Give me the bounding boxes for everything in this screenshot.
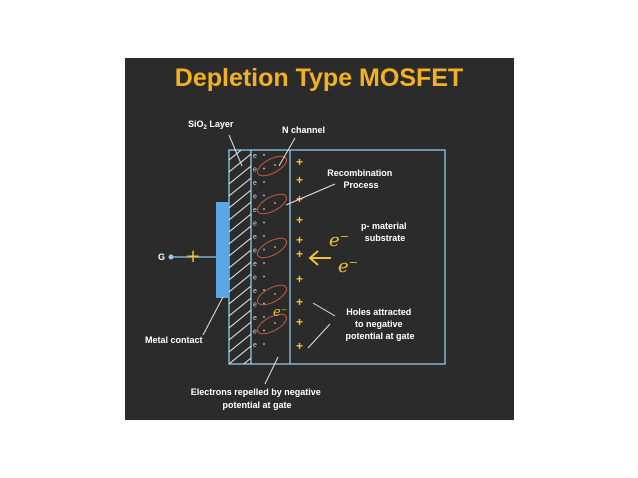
hole-symbol: + [296, 213, 303, 227]
electron-symbol: e [253, 302, 257, 309]
hatch-line [229, 213, 251, 233]
electron-dot [263, 275, 265, 278]
p-material-label: p- material substrate [361, 221, 409, 243]
electron-symbol: e [253, 194, 257, 201]
recombination-ellipse [256, 284, 288, 306]
hole-symbol: + [296, 272, 303, 286]
electron-dot [263, 302, 265, 305]
recombination-dot [274, 322, 276, 324]
hole-symbol: + [296, 173, 303, 187]
electron-symbol: e [253, 261, 257, 268]
hatch-line [229, 309, 251, 329]
electron-dot [263, 316, 265, 318]
hatch-line [229, 237, 251, 257]
electron-dot [263, 289, 265, 291]
hatch-line [229, 225, 251, 245]
electron-dot [263, 194, 265, 197]
electron-symbol: e [253, 221, 257, 228]
electron-symbol: e [253, 153, 257, 160]
recombination-ellipse [256, 193, 288, 215]
electron-symbol: e [253, 275, 257, 282]
hole-symbol: + [296, 233, 303, 247]
recombination-ellipses [256, 155, 288, 335]
electron-dot [263, 343, 265, 345]
hatch-line [229, 333, 251, 353]
electron-dot [263, 329, 265, 332]
electron-symbol: e [253, 288, 257, 295]
channel-electron-annotation: e⁻ [273, 305, 288, 320]
hatch-line [229, 201, 251, 221]
hole-symbol: + [296, 315, 303, 329]
hatch-line [229, 321, 251, 341]
electron-symbol: e [253, 207, 257, 214]
recombination-ellipse [256, 313, 288, 335]
hatch-line [229, 285, 251, 305]
electron-annotation-lower: e⁻ [338, 256, 358, 277]
electron-dot [263, 181, 265, 183]
hatch-line [229, 297, 251, 317]
electron-dot [263, 154, 265, 156]
hatch-line [229, 261, 251, 281]
electron-annotation-upper: e⁻ [329, 230, 349, 251]
electron-dot [263, 235, 265, 237]
gate-plus-annotation: + [185, 246, 200, 267]
hatch-line [229, 249, 251, 269]
recombination-ellipse [256, 237, 288, 259]
substrate-holes: ++++++++++ [296, 155, 303, 353]
hole-symbol: + [296, 295, 303, 309]
recombination-dot [274, 202, 276, 204]
hatch-line [229, 370, 251, 388]
hatch-line [229, 345, 251, 364]
electron-symbol: e [253, 167, 257, 174]
hole-symbol: + [296, 155, 303, 169]
hatch-line [229, 189, 251, 209]
gate-terminal [168, 254, 174, 260]
electrons-repelled-label: Electrons repelled by negative potential… [191, 387, 324, 410]
metal-contact-pointer [202, 296, 224, 336]
electron-dot [263, 208, 265, 210]
n-channel-pointer [278, 137, 296, 167]
hole-symbol: + [296, 339, 303, 353]
electron-dot [263, 221, 265, 224]
electron-symbol: e [253, 329, 257, 336]
holes-pointer-upper [312, 302, 336, 317]
recombination-pointer [285, 183, 336, 206]
n-channel-label: N channel [282, 125, 325, 135]
sio2-layer-label: SiO2 Layer [188, 119, 234, 131]
hole-symbol: + [296, 247, 303, 261]
hatch-line [229, 273, 251, 293]
electrons-repelled-pointer [264, 356, 279, 385]
electron-symbol: e [253, 342, 257, 349]
electron-symbol: e [253, 315, 257, 322]
electron-symbol: e [253, 234, 257, 241]
hatch-line [229, 153, 251, 173]
metal-contact-label: Metal contact [145, 335, 203, 345]
recombination-dot [274, 246, 276, 248]
hatch-line [229, 150, 243, 161]
recombination-dot [274, 293, 276, 295]
electron-symbol: e [253, 248, 257, 255]
hatch-line [229, 177, 251, 197]
hatch-line [242, 357, 251, 364]
gate-label: G [158, 252, 165, 262]
metal-contact [216, 202, 229, 298]
electron-dot [263, 167, 265, 170]
recombination-ellipse [256, 155, 288, 177]
sio2-layer [229, 150, 251, 388]
mosfet-diagram: Depletion Type MOSFET G + eeeeeeeeeeeeee… [145, 64, 463, 410]
electron-symbol: e [253, 180, 257, 187]
arrow-toward-channel-icon [308, 250, 331, 266]
holes-attracted-label: Holes attracted to negative potential at… [345, 307, 414, 341]
electron-dot [263, 262, 265, 264]
recombination-label: Recombination Process [327, 168, 395, 190]
page-title: Depletion Type MOSFET [175, 64, 463, 92]
recombination-dot [274, 164, 276, 166]
sio2-pointer [228, 134, 243, 167]
electron-dot [263, 248, 265, 251]
holes-pointer-lower [307, 323, 331, 349]
hatch-line [229, 165, 251, 185]
